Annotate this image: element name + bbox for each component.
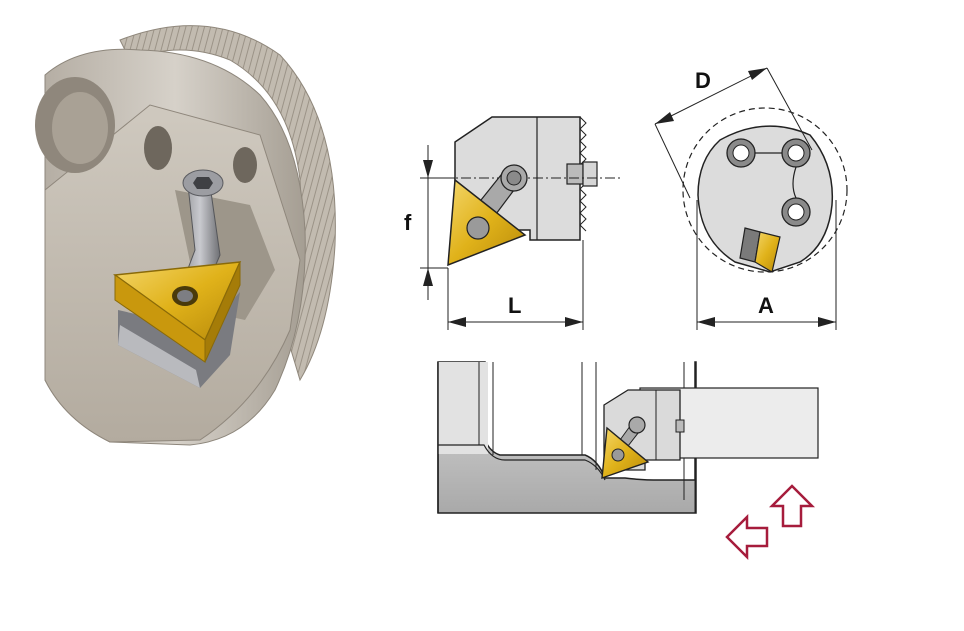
swing-diameter-circle (682, 107, 848, 273)
dimension-D: D (654, 67, 813, 199)
feed-direction-arrows (725, 484, 816, 561)
arrow-left-outline-icon (725, 513, 769, 561)
workpiece (437, 361, 697, 514)
label-L: L (508, 293, 521, 318)
label-D: D (695, 68, 711, 93)
label-A: A (758, 293, 774, 318)
small-hole (233, 147, 257, 183)
dimension-L: L (447, 240, 584, 330)
arrow-up-outline-icon (768, 484, 816, 528)
dimension-A: A (696, 200, 837, 330)
trigon-insert (112, 261, 242, 363)
boring-operation-drawing (437, 361, 819, 514)
tool-head-3d-render (35, 25, 336, 446)
knurled-rim (119, 25, 336, 382)
dimension-f: f (404, 145, 455, 300)
adjust-screw (566, 163, 584, 185)
front-view-drawing: D A (654, 67, 848, 330)
side-view-drawing: f L (404, 116, 622, 330)
bolt-holes (726, 138, 811, 227)
clamp-screw (179, 169, 224, 291)
bore-insert (601, 426, 650, 480)
small-hole (144, 126, 172, 170)
label-f: f (404, 210, 412, 235)
